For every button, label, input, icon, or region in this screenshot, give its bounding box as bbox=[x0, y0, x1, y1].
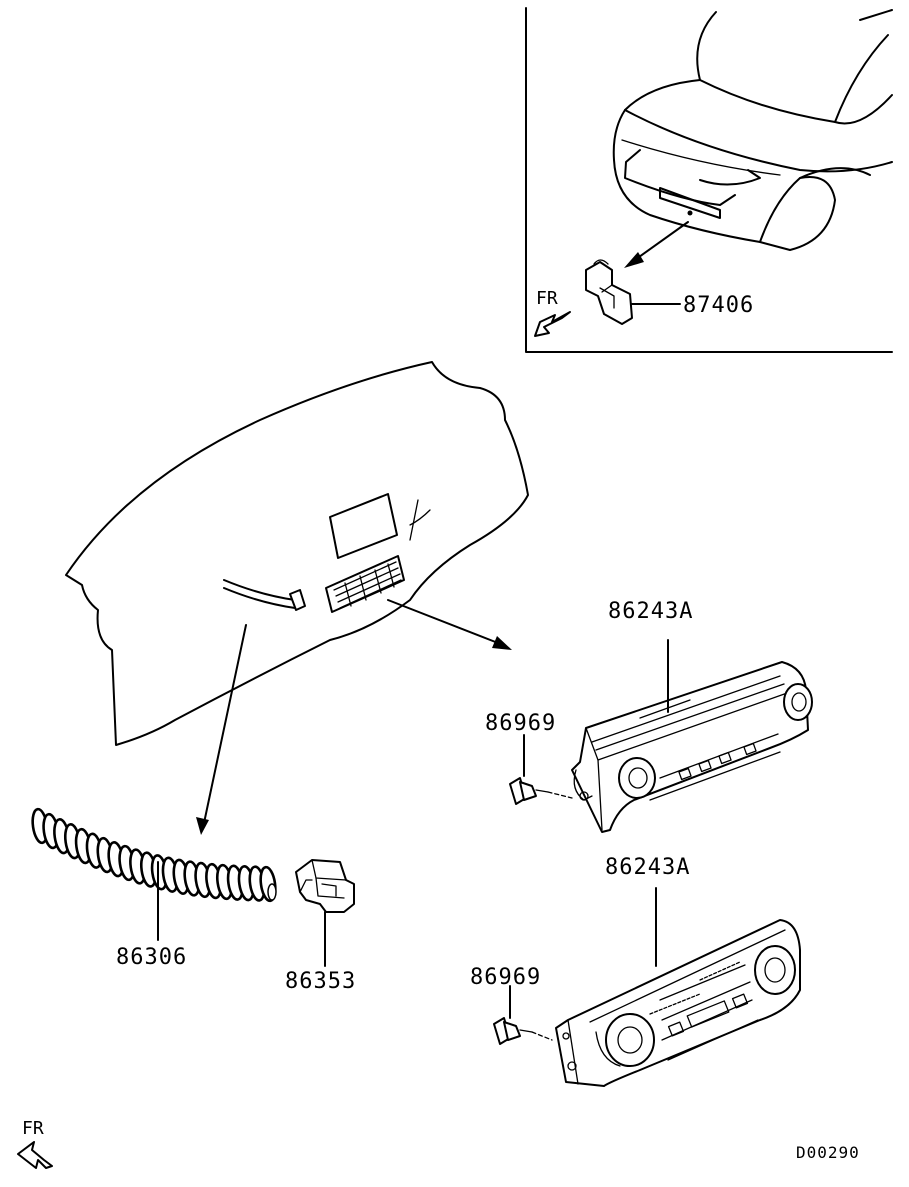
screw-bottom bbox=[493, 1017, 553, 1045]
connector-part bbox=[295, 859, 355, 913]
label-87406: 87406 bbox=[683, 293, 754, 318]
label-86353: 86353 bbox=[285, 969, 356, 994]
label-86243A-bottom: 86243A bbox=[605, 855, 690, 880]
screw-top bbox=[509, 777, 573, 805]
inset-panel: 87406 FR bbox=[525, 7, 893, 353]
dashboard-illustration bbox=[65, 361, 529, 746]
corrugated-hose bbox=[31, 807, 277, 903]
dash-control-unit bbox=[325, 555, 405, 613]
control-panel-top bbox=[571, 661, 813, 833]
fr-arrow-main: FR bbox=[17, 1118, 53, 1169]
fr-label-main: FR bbox=[22, 1118, 44, 1139]
hose-end bbox=[267, 883, 277, 901]
fr-arrow-inset: FR bbox=[534, 288, 571, 337]
label-86243A-top: 86243A bbox=[608, 599, 693, 624]
car-front-illustration bbox=[612, 9, 893, 251]
sensor-part bbox=[585, 259, 633, 325]
label-86969-bottom: 86969 bbox=[470, 965, 541, 990]
control-panel-bottom bbox=[555, 919, 801, 1087]
drawing-code: D00290 bbox=[796, 1143, 860, 1162]
label-86969-top: 86969 bbox=[485, 711, 556, 736]
fr-label-inset: FR bbox=[536, 288, 558, 309]
label-86306: 86306 bbox=[116, 945, 187, 970]
